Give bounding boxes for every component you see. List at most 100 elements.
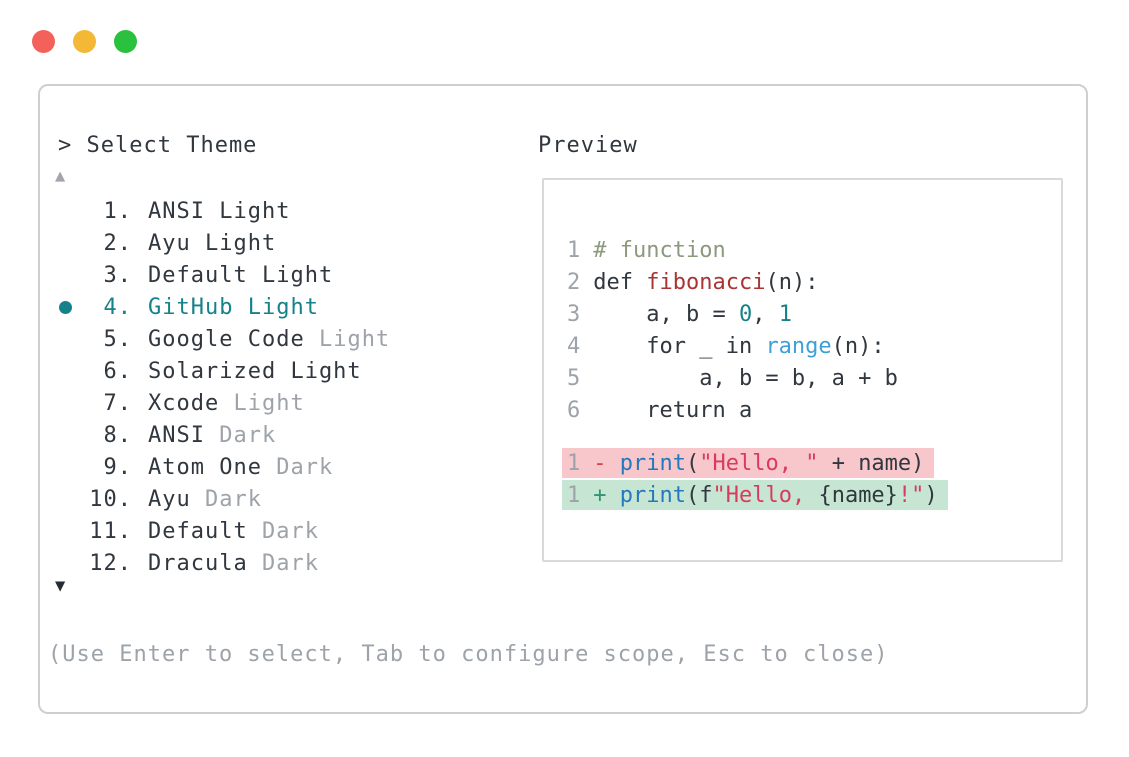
line-number: 4 [567,334,581,359]
line-number: 1 [567,483,581,508]
code-token-string: !" [897,483,925,508]
scroll-down-icon[interactable]: ▼ [55,576,66,596]
code-token-plain: ) [924,483,938,508]
theme-item-number: 9. [103,455,132,480]
theme-item-label: Ayu Dark [148,487,262,512]
code-token-plain: (f [685,483,713,508]
theme-item-label: Solarized Light [148,359,362,384]
theme-item-number: 8. [103,423,132,448]
bullet-placeholder [52,484,80,516]
theme-item-label: ANSI Light [148,199,291,224]
code-token-plain: + name) [818,451,925,476]
code-line: 2 def fibonacci(n): [567,267,948,299]
zoom-button[interactable] [114,30,137,53]
theme-picker-dialog: > Select Theme Preview ▲ 1. ANSI Light 2. A… [38,84,1088,714]
theme-item-number: 4. [103,295,132,320]
theme-item-ayu-light[interactable]: 2. Ayu Light [52,228,512,260]
code-line: 3 a, b = 0, 1 [567,299,948,331]
theme-item-label: Atom One Dark [148,455,334,480]
window-controls [32,30,137,53]
theme-item-number: 12. [89,551,132,576]
theme-item-number: 7. [103,391,132,416]
theme-item-xcode-light[interactable]: 7. Xcode Light [52,388,512,420]
theme-item-label: Google Code Light [148,327,391,352]
theme-item-label: Dracula Dark [148,551,319,576]
bullet-placeholder [52,228,80,260]
code-token-call: print [619,483,686,508]
bullet-placeholder [52,452,80,484]
code-line: 5 a, b = b, a + b [567,363,948,395]
line-number: 1 [567,451,581,476]
theme-item-ayu-dark[interactable]: 10. Ayu Dark [52,484,512,516]
code-token-plain: def [593,270,647,295]
code-token-plain: (n): [831,334,885,359]
code-token-call: print [619,451,686,476]
code-token-plain: a, b = [593,302,739,327]
code-token-plain: a, b = b, a + b [593,366,898,391]
theme-item-number: 11. [89,519,132,544]
selected-item-bullet-icon [52,292,80,324]
help-text: (Use Enter to select, Tab to configure s… [48,642,889,667]
code-blank-line [567,427,948,448]
theme-item-number: 3. [103,263,132,288]
theme-item-default-dark[interactable]: 11. Default Dark [52,516,512,548]
bullet-placeholder [52,324,80,356]
bullet-placeholder [52,516,80,548]
theme-item-dracula-dark[interactable]: 12. Dracula Dark [52,548,512,580]
bullet-placeholder [52,420,80,452]
diff-line-added: 1 + print(f"Hello, {name}!") [562,480,948,512]
code-token-number: 0 [738,302,753,327]
theme-item-label: Default Light [148,263,334,288]
code-token-plain: (n): [765,270,819,295]
theme-item-number: 1. [103,199,132,224]
code-line: 6 return a [567,395,948,427]
bullet-placeholder [52,356,80,388]
code-line: 1 # function [567,235,948,267]
code-token-plain: for _ in [593,334,766,359]
code-token-string: "Hello, " [699,451,819,476]
minimize-button[interactable] [73,30,96,53]
code-token-plain: , [752,302,779,327]
bullet-placeholder [52,260,80,292]
theme-item-label: Default Dark [148,519,319,544]
line-number: 1 [567,238,581,263]
diff-line-removed: 1- print("Hello, " + name) [562,448,948,480]
theme-item-number: 5. [103,327,132,352]
theme-item-label: Ayu Light [148,231,277,256]
theme-item-github-light[interactable]: 4. GitHub Light [52,292,512,324]
code-line: 4 for _ in range(n): [567,331,948,363]
theme-item-number: 10. [89,487,132,512]
theme-item-label: ANSI Dark [148,423,277,448]
code-token-number: 1 [778,302,792,327]
theme-item-number: 2. [103,231,132,256]
code-token-diff-added-sign: + [593,483,620,508]
bullet-placeholder [52,388,80,420]
preview-label: Preview [538,133,638,158]
code-token-plain: return a [593,398,753,423]
code-token-diff-removed-sign: - [593,451,620,476]
theme-item-number: 6. [103,359,132,384]
line-number: 6 [567,398,581,423]
scroll-up-icon[interactable]: ▲ [55,166,66,186]
line-number: 3 [567,302,581,327]
theme-item-label: Xcode Light [148,391,305,416]
code-token-string: "Hello, [712,483,819,508]
line-number: 5 [567,366,581,391]
theme-item-default-light[interactable]: 3. Default Light [52,260,512,292]
theme-item-atom-one-dark[interactable]: 9. Atom One Dark [52,452,512,484]
dialog-title: > Select Theme [58,133,258,158]
theme-item-ansi-light[interactable]: 1. ANSI Light [52,196,512,228]
code-token-function: fibonacci [646,270,766,295]
theme-item-ansi-dark[interactable]: 8. ANSI Dark [52,420,512,452]
theme-item-label: GitHub Light [148,295,319,320]
close-button[interactable] [32,30,55,53]
theme-item-google-code-light[interactable]: 5. Google Code Light [52,324,512,356]
theme-list: 1. ANSI Light 2. Ayu Light 3. Default Light 4.… [52,196,512,580]
code-token-comment: # function [593,238,726,263]
line-number: 2 [567,270,581,295]
bullet-placeholder [52,196,80,228]
code-token-plain: {name} [818,483,898,508]
theme-item-solarized-light[interactable]: 6. Solarized Light [52,356,512,388]
